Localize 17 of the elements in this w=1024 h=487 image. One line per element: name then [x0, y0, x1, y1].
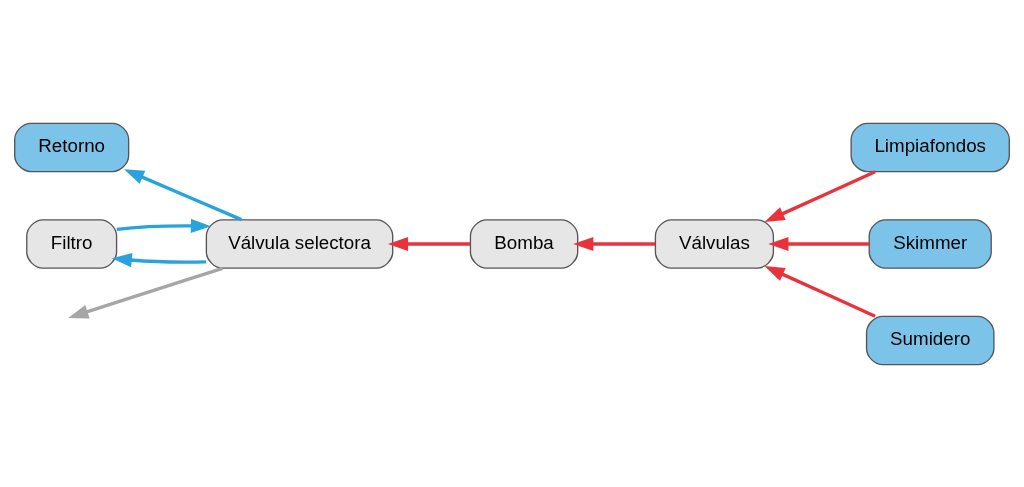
node-box: Válvula selectora: [205, 218, 394, 269]
node-box: Sumidero: [865, 315, 995, 365]
node-box: Válvulas: [654, 218, 775, 269]
arrow: [387, 236, 471, 251]
node-box: Retorno: [14, 122, 130, 172]
arrow: [764, 169, 876, 222]
arrow: [68, 266, 224, 318]
arrow: [768, 236, 869, 251]
node-box: Skimmer: [868, 218, 992, 269]
arrow: [116, 218, 211, 233]
arrow: [111, 252, 206, 267]
arrow: [124, 168, 243, 221]
node-box: Bomba: [469, 218, 579, 269]
arrow: [573, 236, 656, 251]
node-box: Limpiafondos: [850, 122, 1010, 172]
arrow: [764, 265, 876, 318]
node-box: Filtro: [26, 218, 118, 269]
